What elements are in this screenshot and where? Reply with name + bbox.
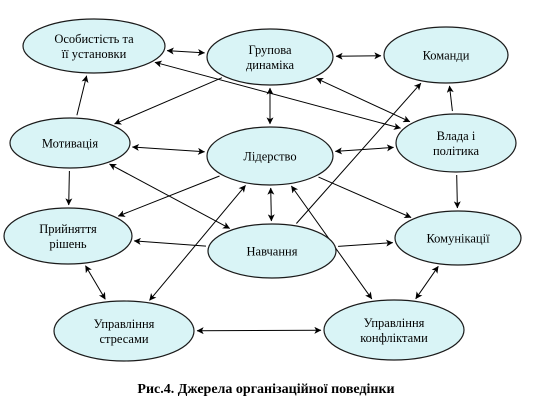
node-label-osobystist: її установки (62, 47, 127, 61)
node-label-konflikty: Управління (364, 316, 425, 330)
edge-liderstvo-vlada (334, 144, 394, 155)
node-shape-osobystist (22, 18, 166, 74)
edge-vlada-komandy (446, 85, 454, 112)
node-label-hrupova: Групова (249, 43, 292, 57)
edge-navchannia-komunikatsii (338, 239, 394, 247)
node-shape-komunikatsii (394, 210, 522, 266)
edge-osobystist-hrupova (166, 47, 205, 56)
node-label-vlada: Влада і (437, 129, 476, 143)
figure-caption: Рис.4. Джерела організаційної поведінки (137, 382, 394, 397)
node-label-stresy: Управління (94, 317, 155, 331)
node-shape-navchannia (207, 223, 337, 279)
node-label-komandy: Команди (423, 49, 470, 63)
node-label-osobystist: Особистість та (54, 32, 134, 46)
edge-motyvatsiia-liderstvo (131, 143, 205, 155)
node-motyvatsiia: Мотивація (9, 117, 131, 169)
edge-liderstvo-navchannia (267, 187, 275, 222)
node-label-komunikatsii: Комунікації (426, 232, 490, 246)
node-label-konflikty: конфліктами (360, 331, 428, 345)
edge-vlada-komunikatsii (453, 174, 461, 209)
node-label-stresy: стресами (99, 332, 148, 346)
edges-layer (65, 47, 461, 335)
node-label-pryiniattia: Прийняття (39, 222, 97, 236)
node-shape-konflikty (323, 299, 465, 361)
node-shape-liderstvo (206, 126, 334, 186)
node-label-navchannia: Навчання (247, 245, 298, 259)
edge-hrupova-komandy (335, 52, 382, 60)
edge-hrupova-vlada (316, 77, 411, 123)
node-label-vlada: політика (433, 144, 480, 158)
edge-komunikatsii-konflikty (415, 266, 439, 300)
node-komunikatsii: Комунікації (394, 210, 522, 266)
node-shape-stresy (53, 300, 195, 362)
node-komandy: Команди (383, 26, 509, 84)
node-shape-hrupova (206, 28, 334, 86)
edge-motyvatsiia-pryiniattia (65, 170, 73, 206)
edge-hrupova-motyvatsiia (114, 77, 223, 125)
node-label-motyvatsiia: Мотивація (42, 137, 98, 151)
edge-liderstvo-stresy (149, 185, 246, 301)
node-shape-pryiniattia (3, 207, 133, 265)
node-shape-vlada (395, 113, 517, 173)
node-navchannia: Навчання (207, 223, 337, 279)
edge-pryiniattia-stresy (85, 265, 106, 300)
node-liderstvo: Лідерство (206, 126, 334, 186)
edge-motyvatsiia-osobystist (76, 75, 89, 116)
edge-liderstvo-pryiniattia (117, 175, 220, 217)
node-label-liderstvo: Лідерство (243, 150, 296, 164)
node-shape-komandy (383, 26, 509, 84)
node-label-hrupova: динаміка (246, 58, 295, 72)
node-label-pryiniattia: рішень (49, 237, 87, 251)
node-shape-motyvatsiia (9, 117, 131, 169)
